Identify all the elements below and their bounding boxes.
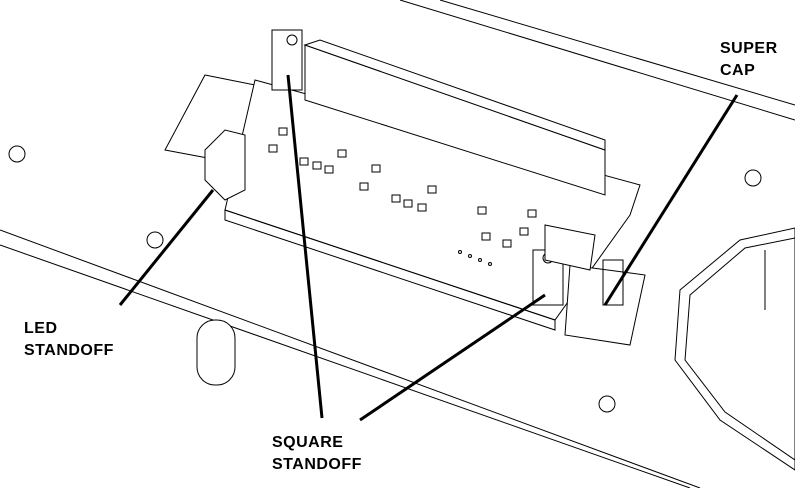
label-line: LED — [24, 320, 58, 337]
super-cap-label: SUPER CAP — [720, 38, 778, 82]
square-standoff-label: SQUARE STANDOFF — [272, 432, 362, 476]
label-line: SQUARE — [272, 434, 344, 451]
label-line: CAP — [720, 62, 756, 79]
connector-header — [303, 39, 606, 196]
standoffs — [204, 29, 596, 306]
smd-components — [268, 127, 537, 266]
label-line: STANDOFF — [272, 456, 362, 473]
label-line: SUPER — [720, 40, 778, 57]
leader-lines — [118, 74, 739, 422]
led-standoff-label: LED STANDOFF — [24, 318, 114, 362]
label-line: STANDOFF — [24, 342, 114, 359]
